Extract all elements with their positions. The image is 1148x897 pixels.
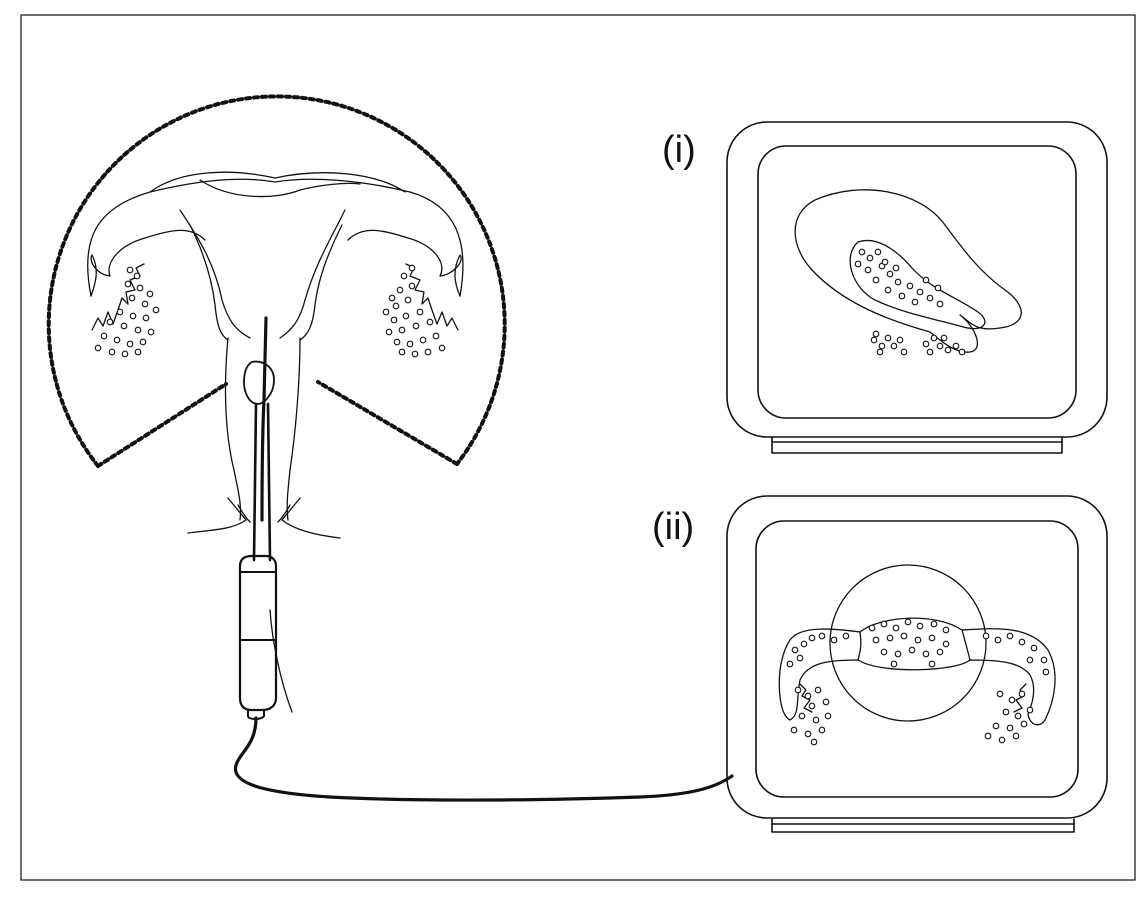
probe-tip-balloon — [244, 362, 274, 404]
ultrasound-probe — [235, 318, 732, 800]
figure-border — [21, 15, 1135, 880]
probe-cable — [235, 718, 732, 800]
monitor-i-follicle-sac — [850, 240, 985, 328]
monitor-ii — [727, 496, 1107, 832]
monitor-i — [727, 122, 1107, 453]
left-follicle-cluster — [95, 267, 159, 357]
monitor-ii-casing — [727, 496, 1107, 818]
cervix-outline — [226, 338, 241, 520]
monitor-ii-follicles — [787, 619, 1049, 745]
monitor-i-casing — [727, 122, 1107, 437]
field-of-view-outline — [49, 96, 505, 466]
right-follicle-cluster — [383, 265, 445, 357]
monitor-i-screen — [758, 146, 1076, 418]
monitor-i-ovary-outline — [795, 190, 1021, 352]
catheter-line — [262, 318, 266, 520]
probe-body — [240, 556, 276, 710]
panel-label-i: (i) — [662, 131, 696, 169]
monitor-ii-field-circle — [830, 565, 986, 721]
panel-label-ii: (ii) — [652, 508, 694, 546]
uterus-anatomy — [88, 172, 463, 538]
